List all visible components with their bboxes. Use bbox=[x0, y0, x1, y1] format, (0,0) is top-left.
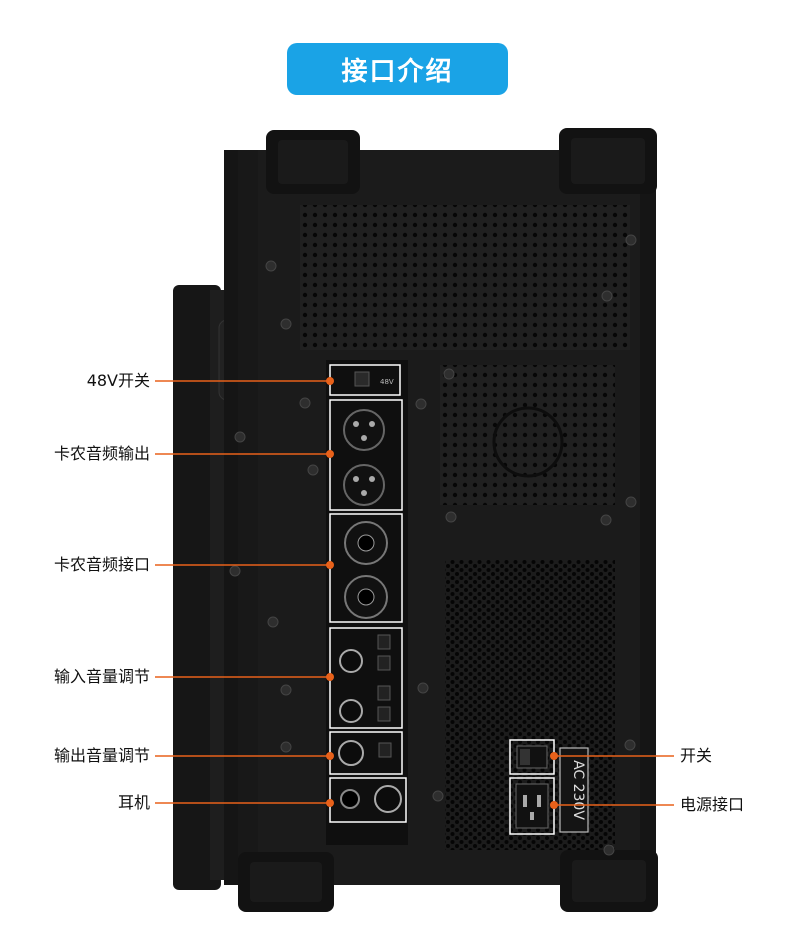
top-corners bbox=[266, 128, 657, 194]
bottom-corners bbox=[238, 850, 658, 912]
ac-label-box: AC 230V bbox=[559, 747, 589, 833]
callout-lines bbox=[155, 380, 674, 806]
callout-phantom-label: 48V开关 bbox=[86, 371, 150, 390]
power-socket-box bbox=[509, 777, 555, 835]
callout-xlr-out-label: 卡农音频输出 bbox=[53, 444, 150, 463]
callout-headphone-label: 耳机 bbox=[117, 793, 150, 812]
xlr-output-box bbox=[329, 399, 403, 511]
callout-input-vol-label: 输入音量调节 bbox=[53, 667, 150, 686]
middle-grill bbox=[440, 365, 615, 505]
callout-output-vol-label: 输出音量调节 bbox=[53, 746, 150, 765]
power-switch-box bbox=[509, 739, 555, 775]
callout-power-socket-label: 电源接口 bbox=[680, 795, 745, 814]
phantom-text: 48V bbox=[380, 378, 394, 386]
page-title: 接口介绍 bbox=[287, 43, 508, 95]
top-grill bbox=[300, 205, 630, 350]
callout-xlr-in-label: 卡农音频接口 bbox=[53, 555, 150, 574]
ac-voltage-text: AC 230V bbox=[570, 760, 586, 820]
callout-dots bbox=[326, 377, 558, 809]
callout-power-switch-label: 开关 bbox=[680, 746, 713, 765]
